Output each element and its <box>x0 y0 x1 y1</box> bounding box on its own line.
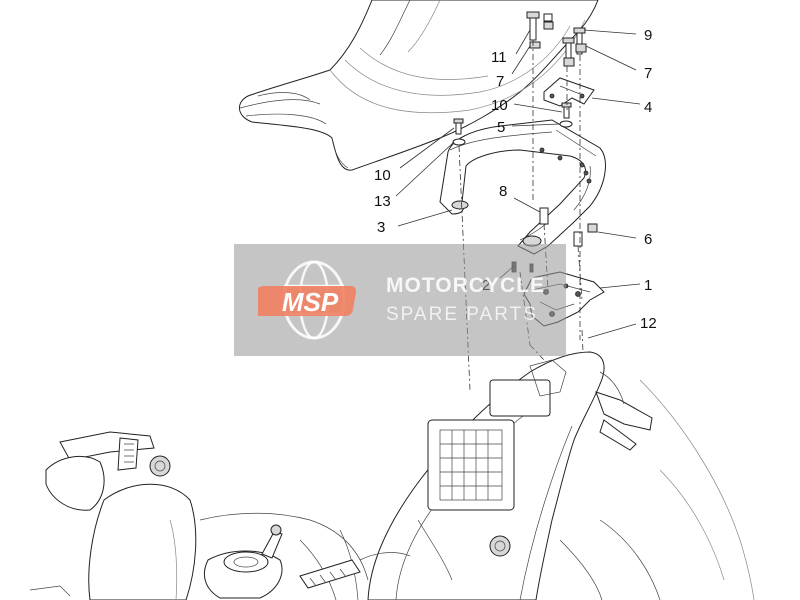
callout-10-left: 10 <box>374 167 391 184</box>
callout-5: 5 <box>497 119 505 136</box>
callout-8: 8 <box>499 183 507 200</box>
svg-text:MSP: MSP <box>282 287 339 317</box>
callout-12: 12 <box>640 315 657 332</box>
fasteners-top <box>452 11 598 247</box>
callout-1: 1 <box>644 277 652 294</box>
seat-drawing <box>239 0 599 171</box>
battery-grid <box>439 429 503 501</box>
leader-lines <box>395 29 641 339</box>
callout-4: 4 <box>644 99 652 116</box>
callout-7-right: 7 <box>644 65 652 82</box>
callout-13: 13 <box>374 193 391 210</box>
watermark-overlay: MSP MOTORCYCLE SPARE PARTS <box>234 244 566 356</box>
callout-3: 3 <box>377 219 385 236</box>
watermark-subtitle: SPARE PARTS <box>386 304 538 325</box>
motorcycle-rear-frame <box>359 351 755 600</box>
callout-6: 6 <box>644 231 652 248</box>
front-handlebar-tank <box>29 431 369 600</box>
callout-10-middle: 10 <box>491 97 508 114</box>
callout-11: 11 <box>491 49 507 66</box>
watermark-title: MOTORCYCLE <box>386 274 545 297</box>
callout-9: 9 <box>644 27 652 44</box>
msp-logo-icon: MSP <box>258 260 357 340</box>
bracket-plate <box>543 77 595 107</box>
callout-7-left: 7 <box>496 73 504 90</box>
